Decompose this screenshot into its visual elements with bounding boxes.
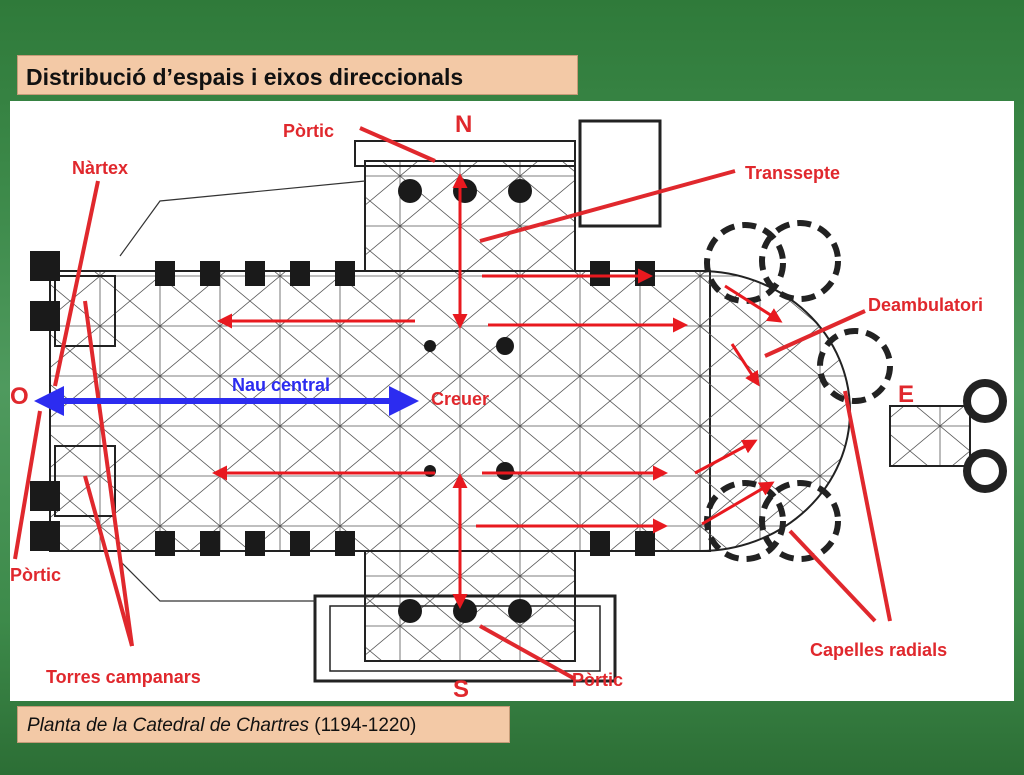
compass-east: E [898, 381, 914, 408]
label-transept: Transsepte [745, 163, 840, 183]
label-narthex: Nàrtex [72, 158, 128, 178]
label-leader-lines [13, 126, 892, 681]
ambulatory-arrow-2 [730, 343, 760, 387]
plan-drawing [30, 119, 1007, 683]
ambulatory-arrow-4 [701, 481, 775, 526]
label-portic-west: Pòrtic [10, 565, 61, 585]
ambulatory-arrow-3 [694, 439, 758, 475]
caption-years: (1194-1220) [314, 715, 417, 736]
label-bell-towers: Torres campanars [46, 667, 201, 687]
label-portic-north: Pòrtic [283, 121, 334, 141]
compass-west: O [10, 383, 29, 410]
cathedral-floor-plan: Pòrtic N Nàrtex Transsepte Deambulatori … [10, 111, 1007, 703]
title-text: Distribució d’espais i eixos direccional… [26, 64, 464, 90]
label-nave: Nau central [232, 375, 330, 395]
compass-north: N [455, 111, 472, 138]
floor-plan-panel: Pòrtic N Nàrtex Transsepte Deambulatori … [10, 101, 1014, 703]
label-crossing: Creuer [431, 389, 489, 409]
caption: Planta de la Catedral de Chartres (1194-… [17, 706, 510, 743]
direction-arrows [212, 173, 783, 609]
label-portic-south: Pòrtic [572, 670, 623, 690]
label-ambulatory: Deambulatori [868, 295, 983, 315]
page-title: Distribució d’espais i eixos direccional… [17, 55, 578, 95]
caption-title: Planta de la Catedral de Chartres [27, 715, 309, 736]
ambulatory-arrow-1 [724, 284, 783, 323]
compass-south: S [453, 676, 469, 701]
label-radial-chapels: Capelles radials [810, 640, 947, 660]
